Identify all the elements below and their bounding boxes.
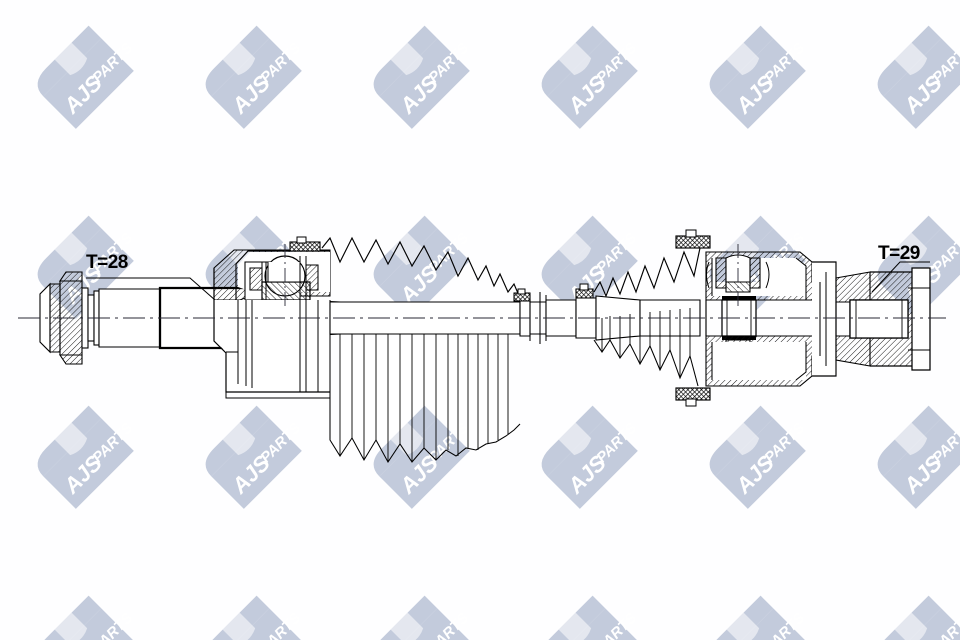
inner-cv-boot xyxy=(593,247,701,387)
outer-boot-large-clamp xyxy=(289,236,321,252)
inner-boot-small-clamp xyxy=(575,283,594,299)
centerline-vertical xyxy=(284,244,739,310)
spline-count-label-left: T=28 xyxy=(86,252,128,273)
inner-tripod-joint xyxy=(705,251,837,387)
outer-cv-joint xyxy=(213,249,331,399)
inner-boot-large-clamp xyxy=(675,229,711,407)
outer-cv-boot xyxy=(321,236,521,464)
spline-count-label-right: T=29 xyxy=(878,243,920,264)
right-label-leader xyxy=(871,261,930,293)
left-label-leader xyxy=(86,277,216,301)
right-splined-stub xyxy=(835,267,931,371)
